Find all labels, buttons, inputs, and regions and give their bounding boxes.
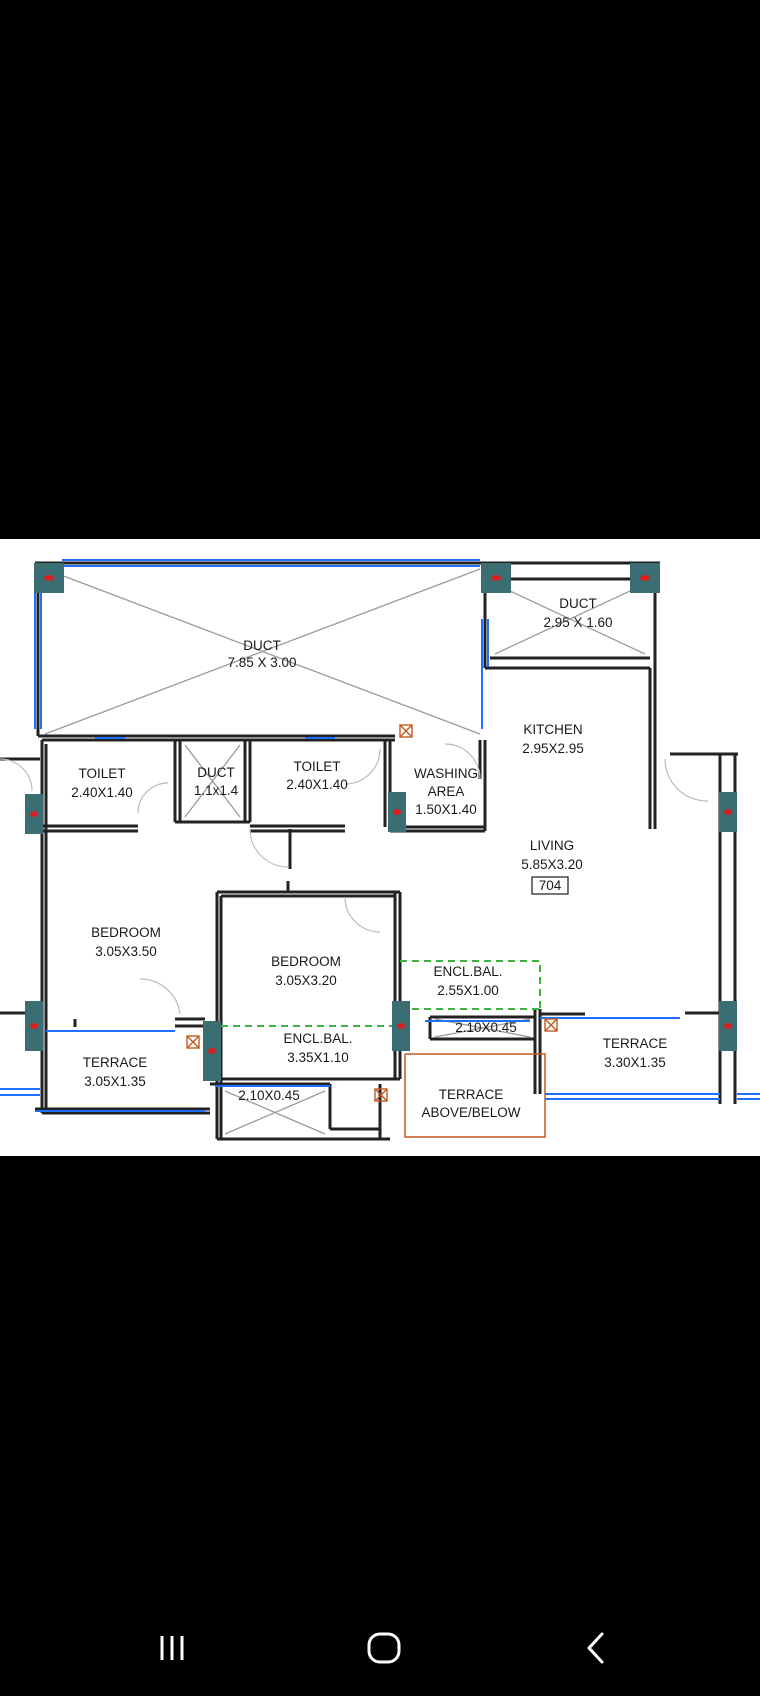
room-label: TOILET — [293, 759, 340, 774]
home-button[interactable] — [344, 1620, 424, 1676]
duct-cross-lines — [44, 568, 646, 1135]
image-viewer[interactable]: DUCT 7.85 X 3.00 DUCT 2.95 X 1.60 KITCHE… — [0, 539, 760, 1156]
room-size: 1.50X1.40 — [415, 802, 477, 817]
column — [719, 792, 737, 832]
column — [25, 794, 43, 834]
room-size: 3.05X3.20 — [275, 973, 337, 988]
column — [481, 563, 511, 593]
room-label: TERRACE — [439, 1087, 504, 1102]
room-size: 3.30X1.35 — [604, 1055, 666, 1070]
column — [388, 792, 406, 832]
back-icon — [587, 1632, 604, 1664]
room-size: 2.40X1.40 — [286, 777, 348, 792]
room-label: DUCT — [243, 638, 281, 653]
dimension-label: 2.10X0.45 — [455, 1020, 517, 1035]
recent-apps-button[interactable] — [132, 1620, 212, 1676]
plan-walls — [0, 561, 738, 1141]
room-label: TERRACE — [603, 1036, 668, 1051]
unit-number-tag: 704 — [539, 878, 562, 893]
room-label: DUCT — [197, 765, 235, 780]
column — [203, 1021, 221, 1081]
room-label: AREA — [428, 784, 465, 799]
room-size: 2.55X1.00 — [437, 983, 499, 998]
column — [34, 563, 64, 593]
back-button[interactable] — [556, 1620, 636, 1676]
home-icon — [367, 1632, 401, 1664]
terrace-outline — [404, 1053, 546, 1138]
room-label: ABOVE/BELOW — [421, 1105, 520, 1120]
dimension-label: 2.10X0.45 — [238, 1088, 300, 1103]
room-size: 7.85 X 3.00 — [227, 655, 296, 670]
room-size: 1.1x1.4 — [194, 783, 239, 798]
column — [392, 1001, 410, 1051]
room-size: 2.95X2.95 — [522, 741, 584, 756]
room-label: LIVING — [530, 838, 574, 853]
column — [630, 563, 660, 593]
room-size: 5.85X3.20 — [521, 857, 583, 872]
room-label: BEDROOM — [271, 954, 341, 969]
room-label: ENCL.BAL. — [283, 1031, 352, 1046]
window-lines — [0, 559, 760, 1112]
android-nav-bar — [0, 1600, 760, 1696]
room-label: KITCHEN — [523, 722, 582, 737]
balcony-dashed-lines — [221, 960, 541, 1027]
room-size: 2.40X1.40 — [71, 785, 133, 800]
room-label: DUCT — [559, 596, 597, 611]
door-swings — [0, 743, 709, 1015]
floor-plan: DUCT 7.85 X 3.00 DUCT 2.95 X 1.60 KITCHE… — [0, 559, 760, 1141]
column — [719, 1001, 737, 1051]
room-size: 3.35X1.10 — [287, 1050, 349, 1065]
room-label: ENCL.BAL. — [433, 964, 502, 979]
column — [25, 1001, 43, 1051]
room-size: 3.05X1.35 — [84, 1074, 146, 1089]
room-label: BEDROOM — [91, 925, 161, 940]
room-label: TOILET — [78, 766, 125, 781]
room-size: 3.05X3.50 — [95, 944, 157, 959]
room-size: 2.95 X 1.60 — [543, 615, 612, 630]
structural-columns — [25, 563, 737, 1102]
room-label: TERRACE — [83, 1055, 148, 1070]
recent-apps-icon — [160, 1636, 184, 1660]
room-labels: DUCT 7.85 X 3.00 DUCT 2.95 X 1.60 KITCHE… — [71, 596, 667, 1120]
room-label: WASHING — [414, 766, 478, 781]
